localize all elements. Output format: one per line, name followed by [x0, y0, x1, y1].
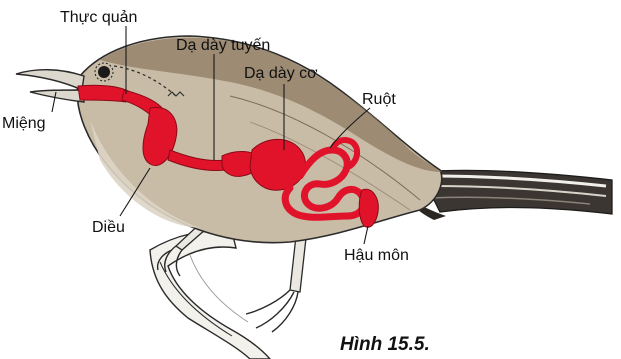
gizzard [250, 139, 306, 190]
label-esophagus: Thực quản [60, 9, 137, 26]
beak [16, 70, 84, 90]
cloaca [359, 189, 378, 227]
tail [416, 170, 612, 220]
label-crop: Diều [92, 219, 125, 236]
eye [98, 66, 110, 78]
branch [150, 231, 270, 359]
label-proventriculus: Dạ dày tuyến [176, 37, 270, 54]
label-intestine: Ruột [362, 91, 396, 108]
label-cloaca: Hậu môn [344, 247, 409, 264]
label-gizzard: Dạ dày cơ [244, 65, 318, 82]
figure-caption: Hình 15.5. [340, 334, 430, 355]
label-mouth: Miệng [2, 115, 46, 132]
